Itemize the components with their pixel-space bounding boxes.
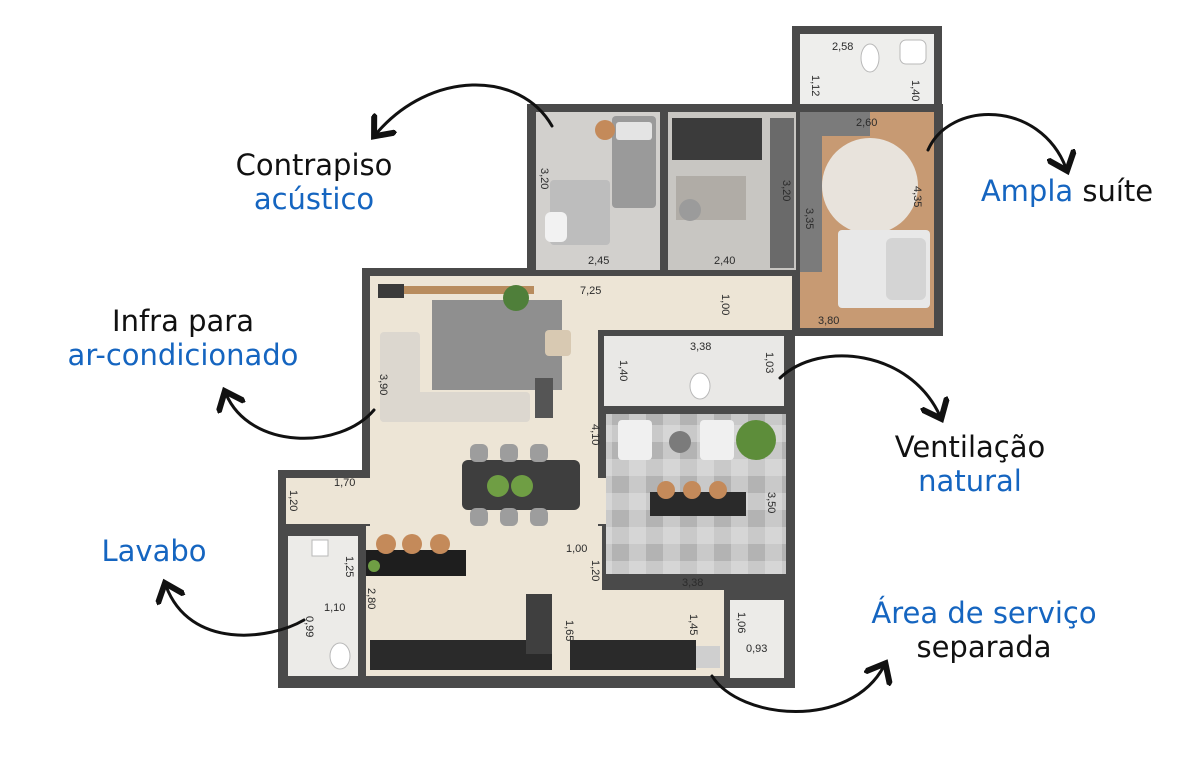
dim-suite-h: 3,35 xyxy=(803,208,815,229)
dim-laundry-e: 0,93 xyxy=(746,643,767,655)
callout-infra-line2: ar-condicionado xyxy=(67,338,299,372)
callout-contrapiso-line1: Contrapiso xyxy=(235,148,393,182)
arrow-suite xyxy=(926,112,1066,168)
dim-entry-w: 1,70 xyxy=(334,477,355,489)
arrow-ventilacao xyxy=(778,354,940,416)
callout-arrows xyxy=(166,83,1066,713)
dim-room2-w: 2,40 xyxy=(714,255,735,267)
callout-suite-part1: Ampla xyxy=(980,174,1074,208)
dim-hall-w: 7,25 xyxy=(580,285,601,297)
dim-lavabo-d: 0,99 xyxy=(303,616,315,637)
dim-balcony-w: 3,38 xyxy=(682,577,703,589)
dim-kitchen-d: 1,65 xyxy=(563,620,575,641)
dim-living-h: 3,90 xyxy=(377,374,389,395)
callout-infra: Infra para ar-condicionado xyxy=(52,304,314,372)
callout-ventilacao-line1: Ventilação xyxy=(894,430,1046,464)
dim-kitchen-w: 3,70 xyxy=(428,659,449,671)
dim-kitchen-h: 2,80 xyxy=(365,588,377,609)
callout-ventilacao-line2: natural xyxy=(918,464,1022,498)
dim-laundry-w: 3,22 xyxy=(632,659,653,671)
arrow-servico xyxy=(710,666,884,713)
dim-lavabo-w: 1,10 xyxy=(324,602,345,614)
plan-dimensions: 2,58 1,12 1,40 2,60 4,35 3,35 3,80 3,20 … xyxy=(287,41,923,671)
dim-suite-bath-w: 2,58 xyxy=(832,41,853,53)
dim-closet-w: 2,60 xyxy=(856,117,877,129)
plan-furniture xyxy=(311,39,930,670)
callout-contrapiso-line2: acústico xyxy=(253,182,375,216)
callout-lavabo-line1: Lavabo xyxy=(101,534,207,568)
callout-ventilacao: Ventilação natural xyxy=(880,430,1060,498)
callout-servico-line2: separada xyxy=(916,630,1052,664)
dim-pass-h: 1,20 xyxy=(589,560,601,581)
callout-suite: Ampla suíte xyxy=(972,174,1162,208)
callout-lavabo: Lavabo xyxy=(92,534,216,568)
dim-suite-d: 4,35 xyxy=(911,186,923,207)
dim-bath-w: 3,38 xyxy=(690,341,711,353)
dim-pass-w: 1,00 xyxy=(566,543,587,555)
dim-room1-w: 2,45 xyxy=(588,255,609,267)
dim-balcony-h: 3,50 xyxy=(765,492,777,513)
dim-living-d: 4,10 xyxy=(589,424,601,445)
arrow-lavabo xyxy=(166,586,306,637)
callout-servico-line1: Área de serviço xyxy=(871,596,1097,630)
callout-contrapiso: Contrapiso acústico xyxy=(226,148,402,216)
arrow-contrapiso xyxy=(376,83,554,134)
dim-room2-h: 3,20 xyxy=(780,180,792,201)
callout-servico: Área de serviço separada xyxy=(856,596,1112,664)
dim-bath-h: 1,40 xyxy=(617,360,629,381)
callout-infra-line1: Infra para xyxy=(112,304,254,338)
dim-laundry-d: 1,06 xyxy=(735,612,747,633)
dim-suite-bath-d: 1,40 xyxy=(909,80,921,101)
dim-bath-d: 1,03 xyxy=(763,352,775,373)
dim-room1-h: 3,20 xyxy=(538,168,550,189)
dim-lavabo-h: 1,25 xyxy=(343,556,355,577)
callout-suite-part2: suíte xyxy=(1082,174,1154,208)
dim-entry-h: 1,20 xyxy=(287,490,299,511)
dim-hall-d: 1,00 xyxy=(719,294,731,315)
dim-suite-w: 3,80 xyxy=(818,315,839,327)
dim-suite-bath-h: 1,12 xyxy=(809,75,821,96)
dim-laundry-h: 1,45 xyxy=(687,614,699,635)
arrow-infra xyxy=(226,394,376,440)
